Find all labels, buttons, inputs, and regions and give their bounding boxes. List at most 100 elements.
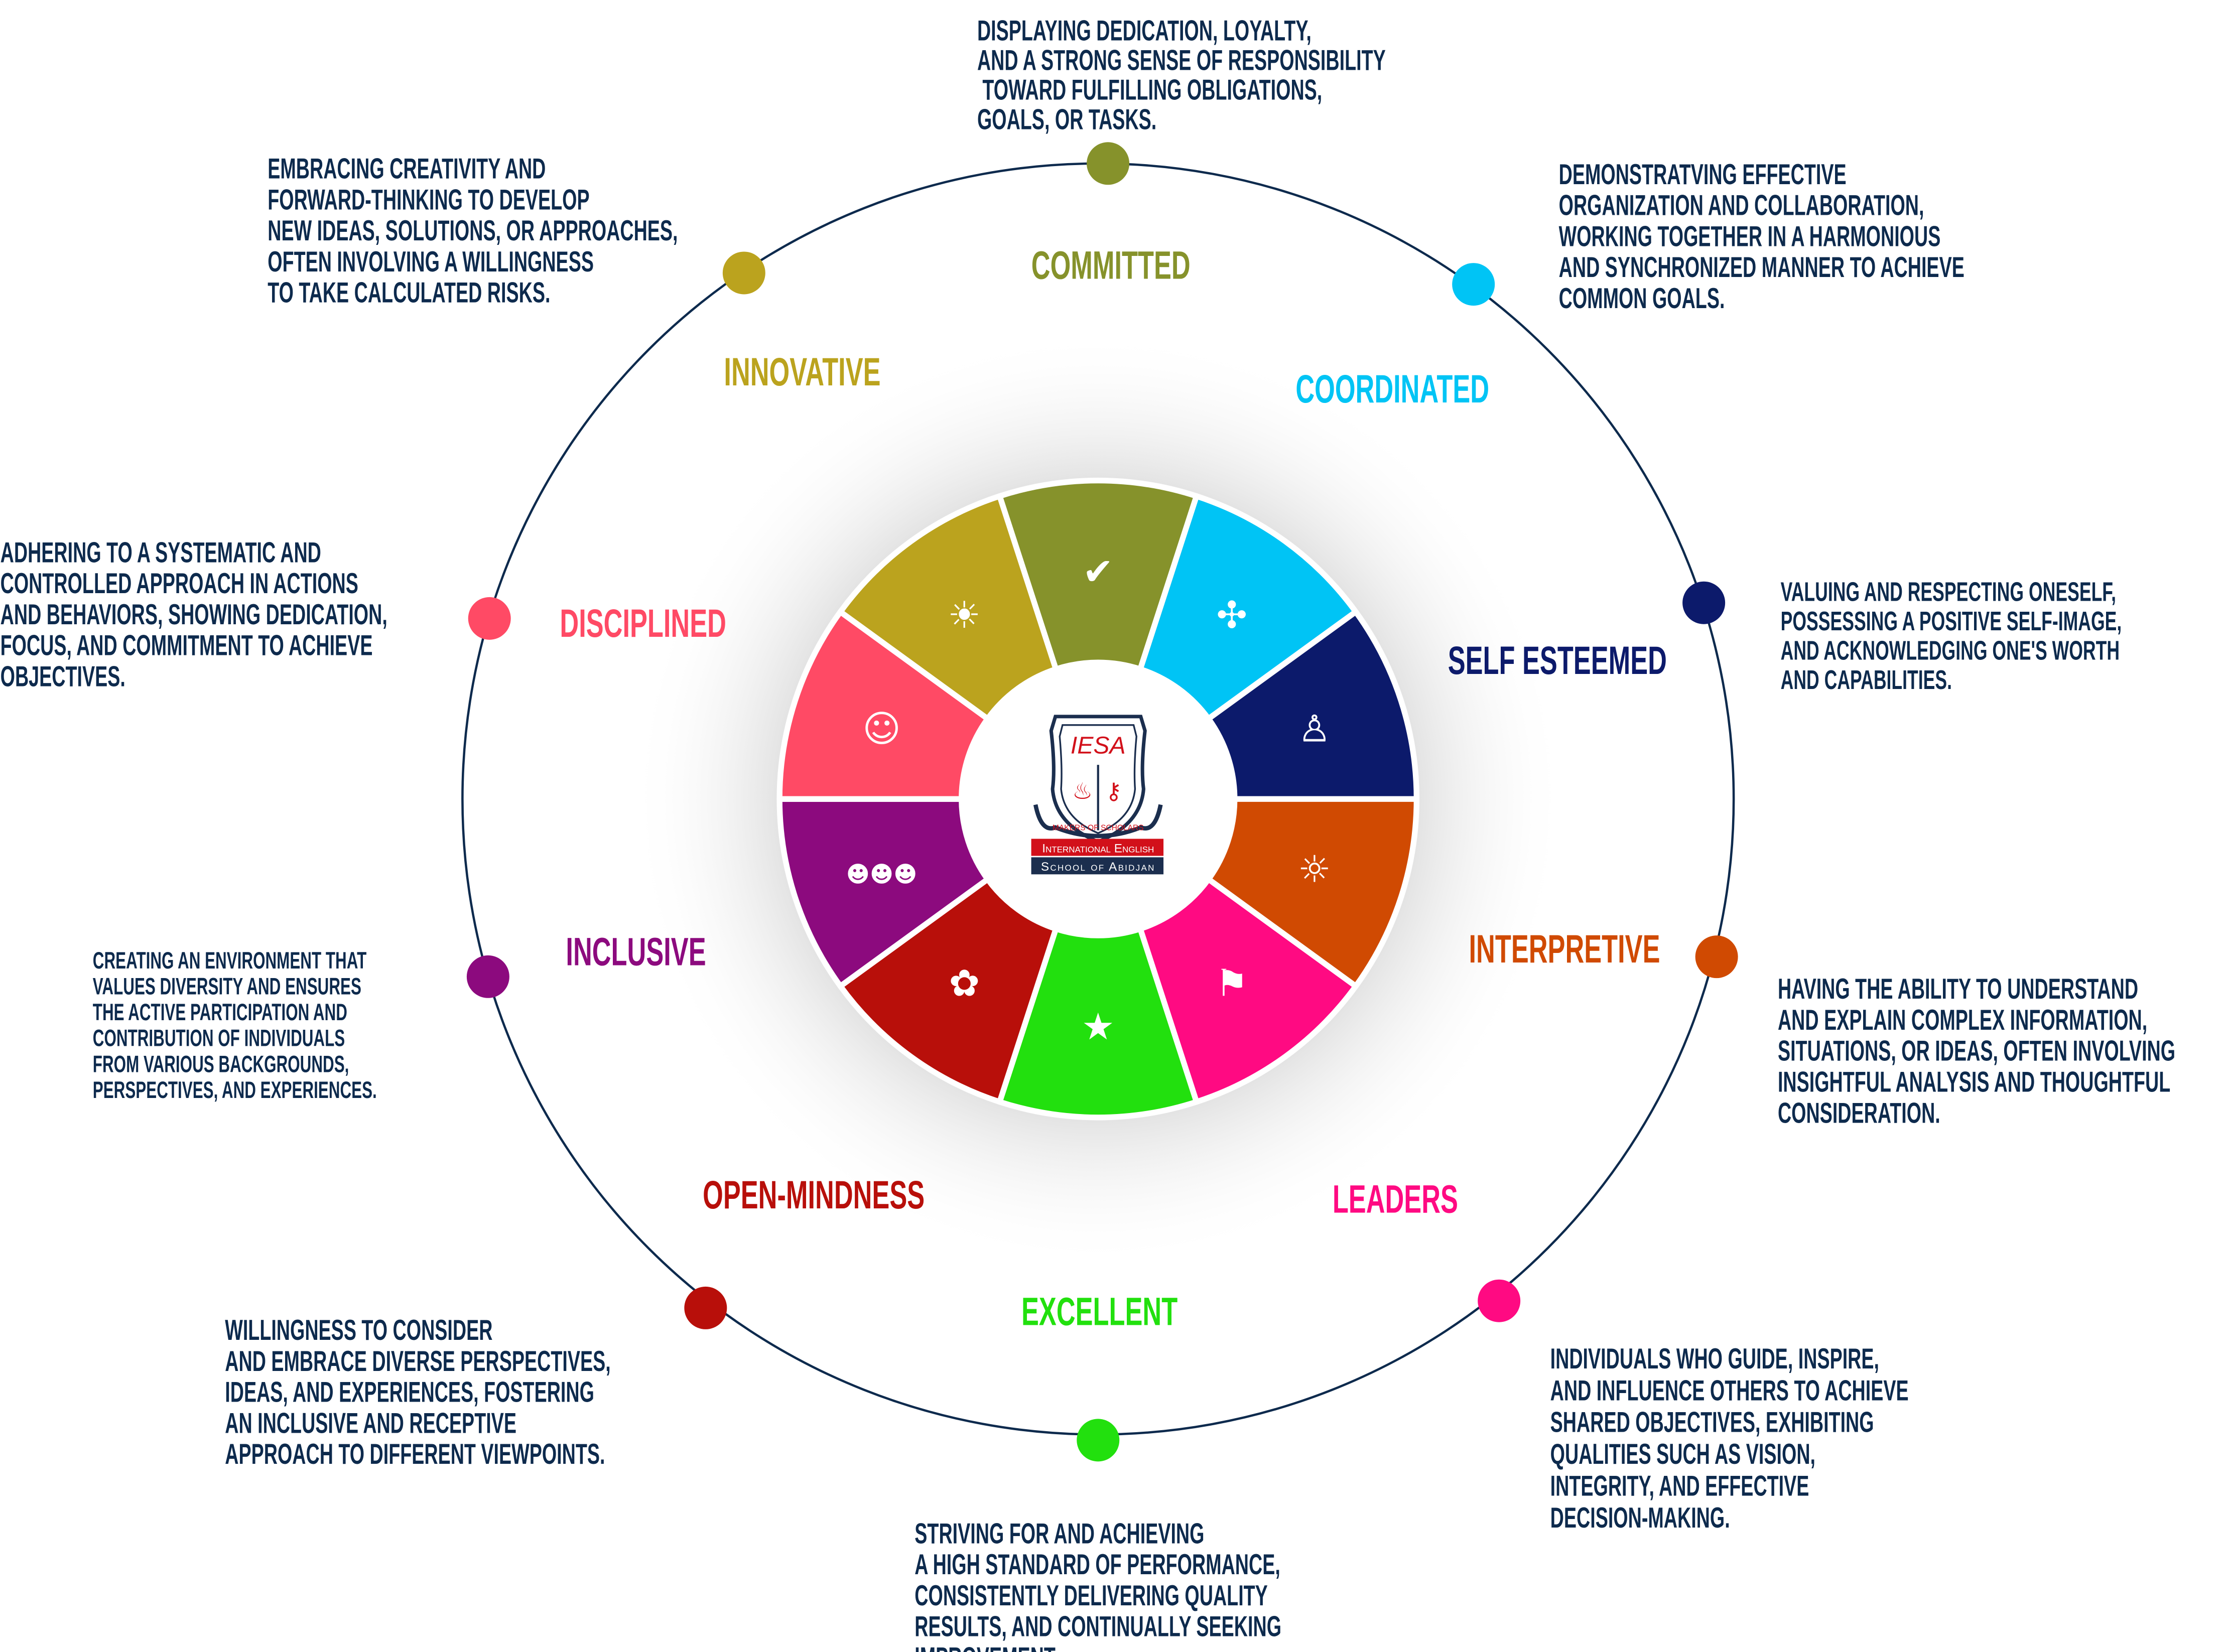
marker-dot-self-esteemed [1682,581,1726,624]
handshake-icon: ✔ [1083,550,1114,593]
description-line: WILLINGNESS TO CONSIDER [225,1314,492,1346]
value-label: EXCELLENT [1021,1290,1177,1334]
description-line: AND ACKNOWLEDGING ONE'S WORTH [1781,635,2120,665]
label-self-esteemed: SELF ESTEEMED [1448,638,1667,683]
logo-ribbon [1033,804,1163,839]
value-label: DISCIPLINED [560,601,726,646]
label-coordinated: COORDINATED [1295,367,1489,411]
description-line: CONSISTENTLY DELIVERING QUALITY [914,1580,1268,1612]
description-line: EMBRACING CREATIVITY AND [268,153,546,185]
description-line: POSSESSING A POSITIVE SELF-IMAGE, [1781,606,2122,636]
description-line: CONTRIBUTION OF INDIVIDUALS [93,1024,345,1051]
description-line: APPROACH TO DIFFERENT VIEWPOINTS. [225,1438,605,1470]
description-line: DECISION-MAKING. [1550,1502,1730,1534]
description-line: STRIVING FOR AND ACHIEVING [914,1518,1204,1550]
label-excellent: EXCELLENT [1021,1290,1177,1334]
description-line: SITUATIONS, OR IDEAS, OFTEN INVOLVING [1778,1035,2175,1067]
description-line: INDIVIDUALS WHO GUIDE, INSPIRE, [1550,1343,1879,1375]
description-line: NEW IDEAS, SOLUTIONS, OR APPROACHES, [268,215,678,247]
description-line: TO TAKE CALCULATED RISKS. [268,277,550,309]
description-line: A HIGH STANDARD OF PERFORMANCE, [914,1549,1280,1581]
marker-dot-interpretive [1695,935,1738,979]
description-line: QUALITIES SUCH AS VISION, [1550,1438,1815,1470]
description-leaders: INDIVIDUALS WHO GUIDE, INSPIRE,AND INFLU… [1550,1343,1909,1534]
description-line: AND BEHAVIORS, SHOWING DEDICATION, [1,599,387,631]
marker-dot-disciplined [468,597,511,640]
logo-line1: International English [1042,842,1154,855]
description-line: AND A STRONG SENSE OF RESPONSIBILITY [977,45,1386,77]
label-inclusive: INCLUSIVE [566,930,706,975]
marker-dot-excellent [1077,1419,1120,1462]
school-logo: IESA ♨ ⚷ MAKERS OF SCHOLARS Internationa… [1031,715,1164,875]
head-puzzle-icon: ☺ [862,708,901,751]
value-labels: COMMITTED DISPLAYING DEDICATION, LOYALTY,… [1,15,2175,1652]
value-label: INCLUSIVE [566,930,706,975]
description-line: ADHERING TO A SYSTEMATIC AND [1,537,321,569]
description-line: WORKING TOGETHER IN A HARMONIOUS [1559,221,1941,253]
description-line: INTEGRITY, AND EFFECTIVE [1550,1470,1809,1502]
head-lightbulb-icon: ☼ [1298,849,1331,891]
description-line: OBJECTIVES. [1,661,125,693]
description-line: DEMONSTRATVING EFFECTIVE [1559,159,1847,191]
description-line: VALUING AND RESPECTING ONESELF, [1781,577,2116,607]
description-line: SHARED OBJECTIVES, EXHIBITING [1550,1407,1874,1439]
value-label: COORDINATED [1295,367,1489,411]
marker-dot-inclusive [466,955,509,998]
wheel-segments: ✔✣♙☼⚑★✿☻☻☻☺☀ [776,477,1420,1121]
label-innovative: INNOVATIVE [724,350,880,394]
marker-dot-committed [1087,142,1130,185]
description-line: TOWARD FULFILLING OBLIGATIONS, [977,74,1322,106]
description-line: GOALS, OR TASKS. [977,104,1156,136]
value-label: COMMITTED [1031,243,1191,288]
description-line: CONSIDERATION. [1778,1097,1940,1130]
segment-coordinated: ✣ [1137,493,1359,722]
description-line: RESULTS, AND CONTINUALLY SEEKING [914,1611,1281,1643]
description-line: AND EXPLAIN COMPLEX INFORMATION, [1778,1004,2147,1036]
description-self-esteemed: VALUING AND RESPECTING ONESELF,POSSESSIN… [1781,577,2122,695]
logo-monogram: IESA [1071,732,1126,759]
logo-banner-navy [1031,857,1164,875]
value-label: LEADERS [1333,1177,1458,1222]
open-head-icon: ✿ [949,962,980,1005]
value-label: SELF ESTEEMED [1448,638,1667,683]
logo-motto: MAKERS OF SCHOLARS [1053,823,1144,832]
description-line: CONTROLLED APPROACH IN ACTIONS [1,568,358,600]
torch-icon: ♨ [1072,779,1093,804]
segment-excellent: ★ [996,926,1200,1121]
description-line: PERSPECTIVES, AND EXPERIENCES. [93,1076,377,1103]
description-committed: DISPLAYING DEDICATION, LOYALTY,AND A STR… [977,15,1386,136]
description-line: CREATING AN ENVIRONMENT THAT [93,946,367,974]
description-line: IDEAS, AND EXPERIENCES, FOSTERING [225,1376,594,1409]
value-label: INNOVATIVE [724,350,880,394]
label-committed: COMMITTED [1031,243,1191,288]
description-line: INSIGHTFUL ANALYSIS AND THOUGHTFUL [1778,1066,2170,1098]
description-line: COMMON GOALS. [1559,283,1725,315]
description-line: AND EMBRACE DIVERSE PERSPECTIVES, [225,1345,610,1378]
logo-shield-inner [1059,724,1137,835]
label-interpretive: INTERPRETIVE [1469,927,1660,972]
puzzle-people-icon: ✣ [1216,594,1247,637]
description-line: FORWARD-THINKING TO DEVELOP [268,184,589,216]
description-line: THE ACTIVE PARTICIPATION AND [93,998,347,1025]
leader-flag-icon: ⚑ [1215,962,1248,1005]
marker-dot-innovative [722,251,765,295]
value-label: OPEN-MINDNESS [703,1173,925,1217]
description-line: AN INCLUSIVE AND RECEPTIVE [225,1408,516,1440]
group-icon: ☻☻☻ [846,861,918,888]
description-line: AND INFLUENCE OTHERS TO ACHIEVE [1550,1375,1909,1407]
label-open-mindness: OPEN-MINDNESS [703,1173,925,1217]
logo-banner-red [1031,839,1164,856]
description-line: IMPROVEMENT. [914,1642,1059,1652]
description-line: ORGANIZATION AND COLLABORATION, [1559,190,1924,222]
marker-dot-coordinated [1452,263,1495,306]
description-line: DISPLAYING DEDICATION, LOYALTY, [977,15,1312,47]
description-line: AND SYNCHRONIZED MANNER TO ACHIEVE [1559,251,1965,284]
key-icon: ⚷ [1105,779,1122,804]
